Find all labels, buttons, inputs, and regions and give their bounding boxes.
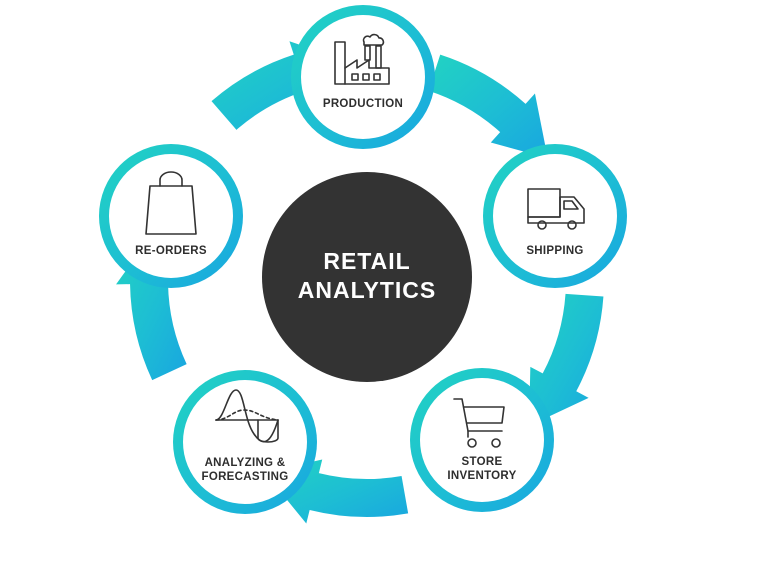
stage-shipping: SHIPPING <box>483 144 627 288</box>
arrow-shipping-to-store <box>529 293 604 426</box>
center-title-line2: ANALYTICS <box>298 277 437 303</box>
factory-icon <box>334 33 390 85</box>
stage-label-re-orders: RE-ORDERS <box>135 245 207 257</box>
shopping-cart-icon <box>453 398 505 448</box>
center-circle <box>262 172 472 382</box>
stage-label-forecasting: FORECASTING <box>202 471 289 483</box>
stage-store-inventory: STORE INVENTORY <box>410 368 554 512</box>
shopping-bag-icon <box>145 171 197 235</box>
stage-re-orders: RE-ORDERS <box>99 144 243 288</box>
truck-icon <box>527 188 585 230</box>
stage-label-production: PRODUCTION <box>323 98 403 110</box>
center-hub: RETAIL ANALYTICS <box>262 172 472 382</box>
stage-label-shipping: SHIPPING <box>526 245 583 257</box>
stage-production: PRODUCTION <box>291 5 435 149</box>
stage-label-analyzing: ANALYZING & <box>205 457 286 469</box>
stage-label-inventory: INVENTORY <box>447 470 516 482</box>
center-title-line1: RETAIL <box>323 248 410 274</box>
distribution-curve-icon <box>215 389 279 443</box>
stage-analyzing-forecasting: ANALYZING & FORECASTING <box>173 370 317 514</box>
arrow-production-to-shipping <box>428 54 548 159</box>
stage-label-store: STORE <box>462 456 503 468</box>
